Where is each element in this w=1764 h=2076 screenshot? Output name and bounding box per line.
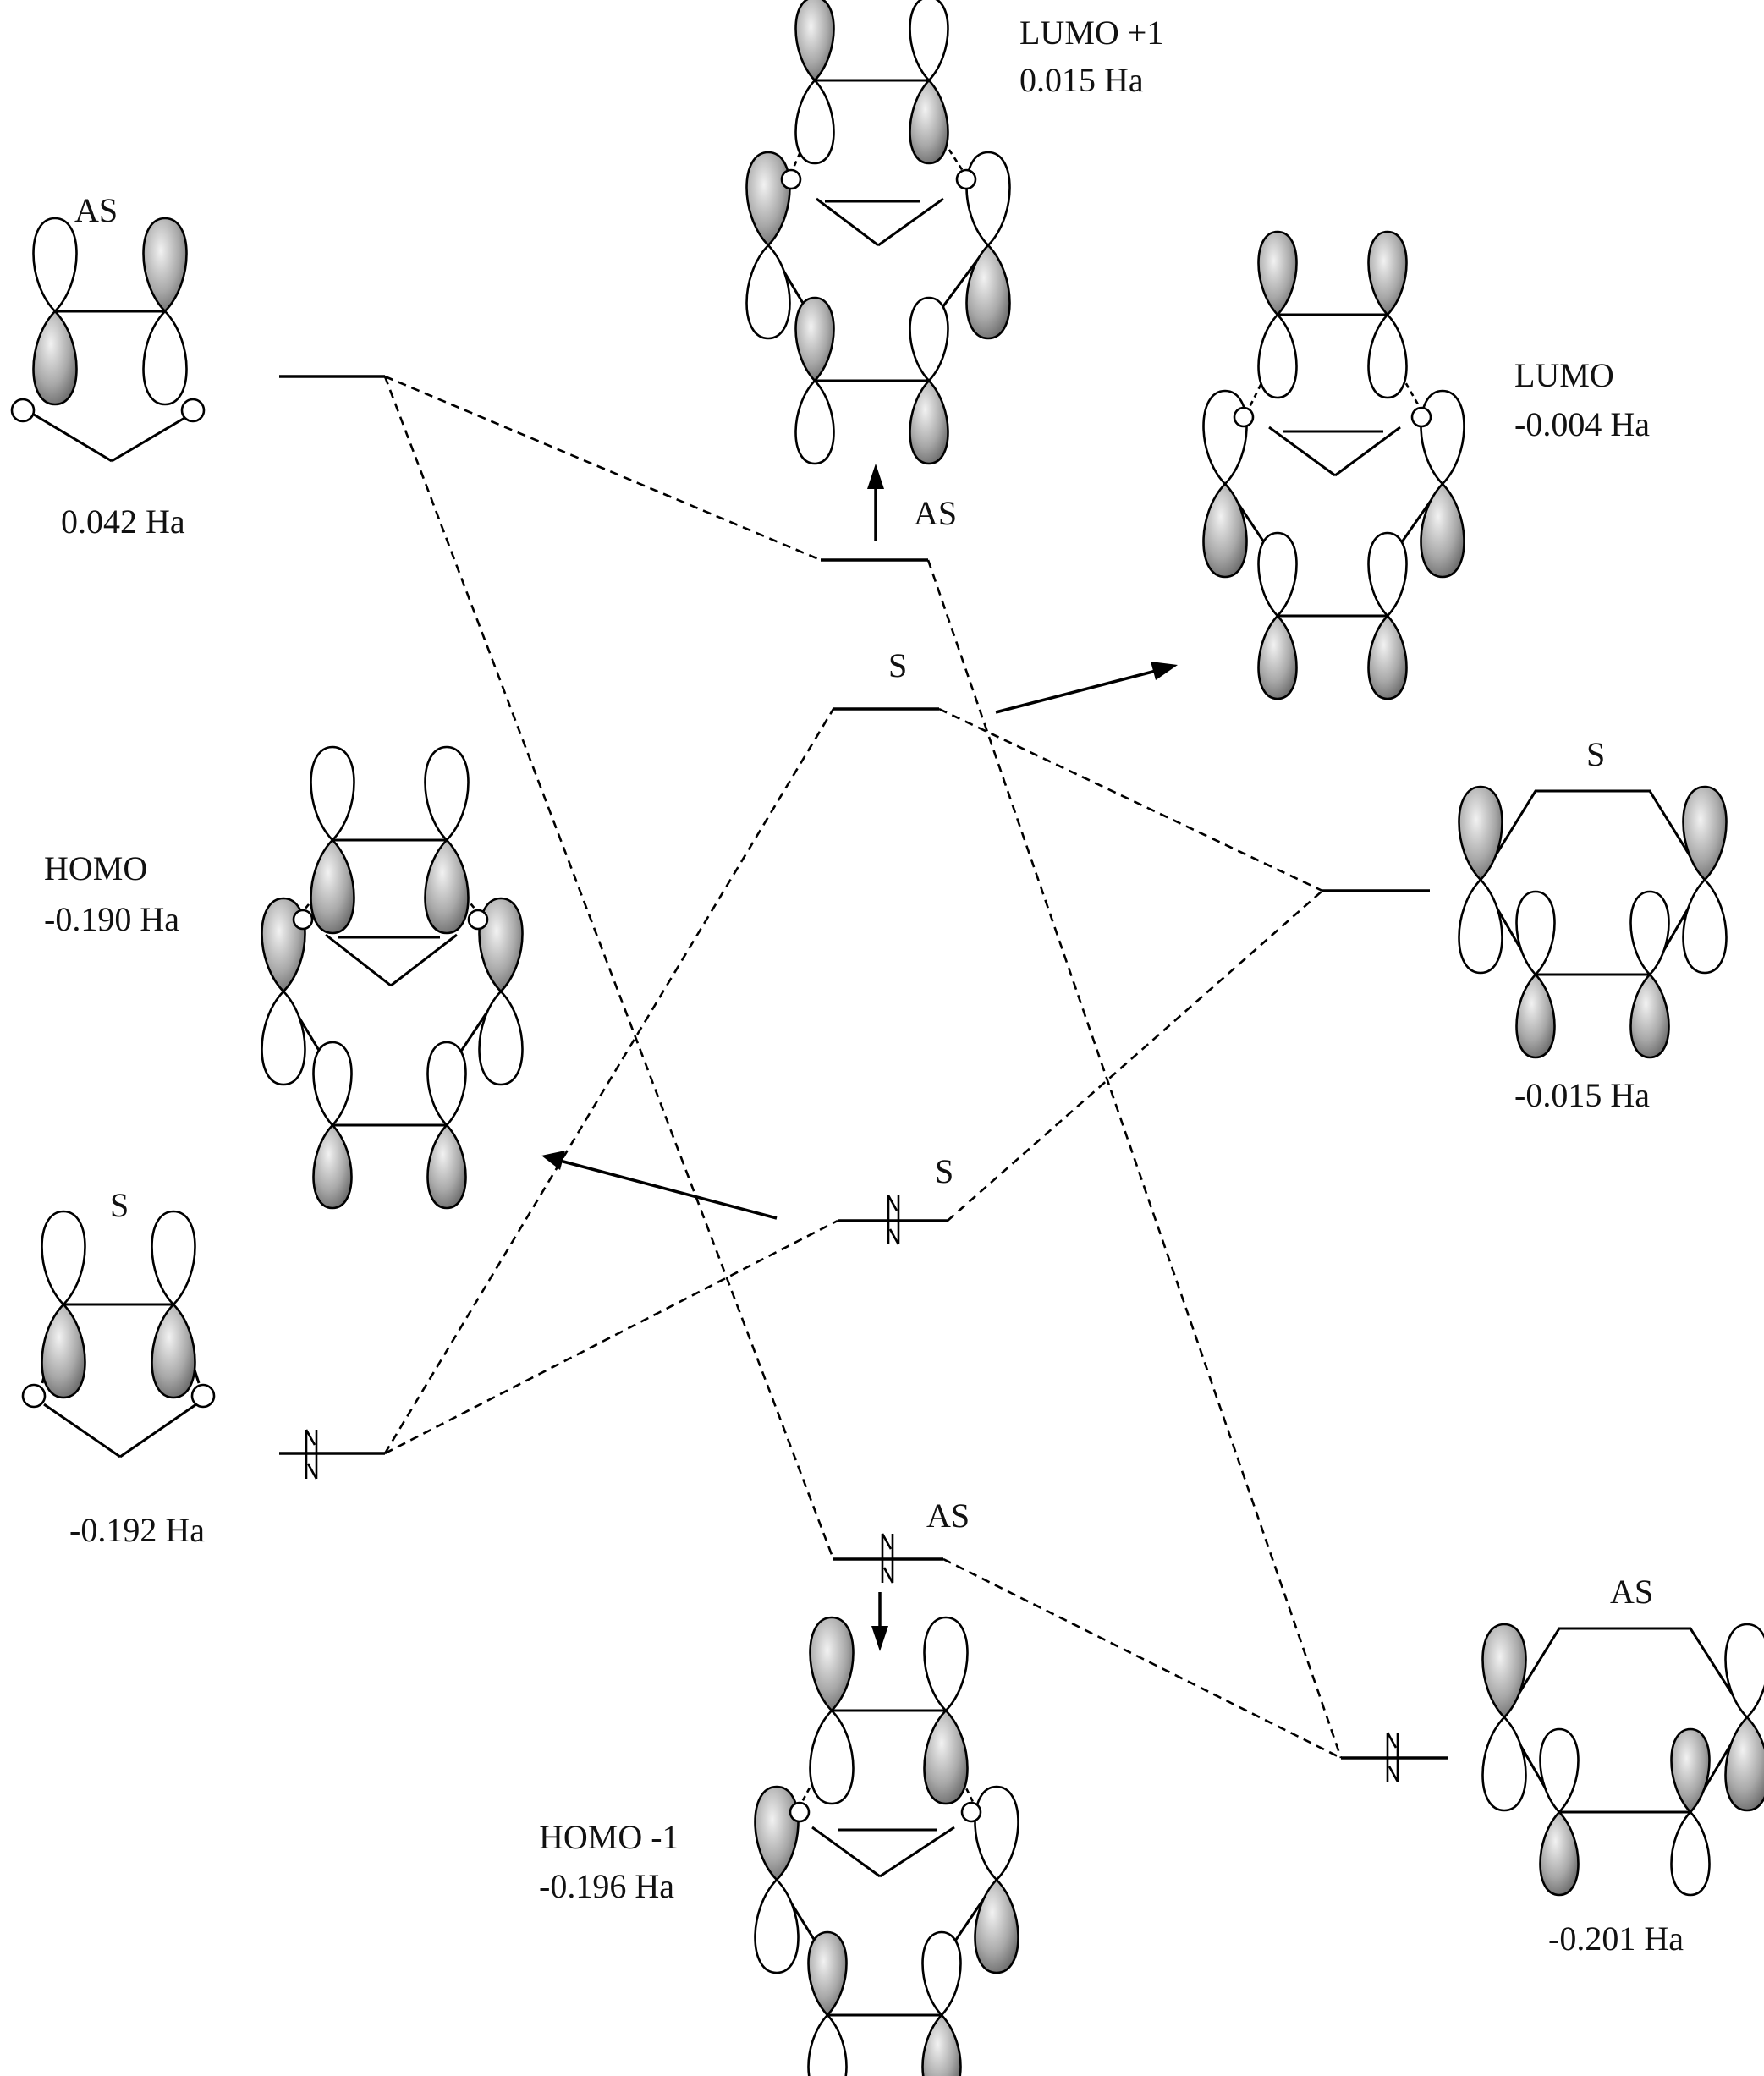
arrow-to-lumo-plus1 bbox=[867, 464, 884, 541]
electron-pair-left-lower bbox=[305, 1429, 318, 1480]
arrow-to-lumo bbox=[995, 662, 1178, 714]
label-right-upper-energy: -0.015 Ha bbox=[1514, 1076, 1650, 1114]
label-lumo-plus1-name: LUMO +1 bbox=[1019, 14, 1163, 52]
fragment-right-upper-orbitals bbox=[1458, 785, 1728, 1059]
label-homo-minus1-name: HOMO -1 bbox=[539, 1818, 679, 1856]
electron-pair-center-3 bbox=[887, 1195, 900, 1245]
label-center-level4-symmetry: AS bbox=[926, 1497, 970, 1535]
label-right-lower-symmetry: AS bbox=[1610, 1573, 1653, 1611]
label-right-lower-energy: -0.201 Ha bbox=[1548, 1919, 1684, 1958]
mo-homo-minus1-orbitals bbox=[754, 1616, 1019, 2076]
label-left-lower-energy: -0.192 Ha bbox=[69, 1511, 205, 1549]
mo-homo-orbitals bbox=[261, 745, 524, 1210]
mo-lumo-plus1-orbitals bbox=[745, 0, 1011, 465]
label-lumo-name: LUMO bbox=[1514, 356, 1614, 394]
label-right-upper-symmetry: S bbox=[1586, 735, 1605, 773]
label-homo-minus1-energy: -0.196 Ha bbox=[539, 1867, 674, 1905]
label-homo-energy: -0.190 Ha bbox=[44, 900, 179, 938]
fragment-left-lower-orbitals bbox=[21, 1210, 216, 1458]
fragment-right-lower-orbitals bbox=[1481, 1623, 1764, 1897]
fragment-left-upper-orbitals bbox=[10, 217, 206, 463]
label-left-upper-energy: 0.042 Ha bbox=[61, 503, 185, 541]
label-left-lower-symmetry: S bbox=[110, 1186, 129, 1224]
mo-lumo-orbitals bbox=[1202, 230, 1465, 700]
label-left-upper-symmetry: AS bbox=[74, 191, 118, 229]
label-center-level2-symmetry: S bbox=[888, 646, 907, 684]
arrow-to-homo bbox=[541, 1151, 778, 1220]
label-lumo-energy: -0.004 Ha bbox=[1514, 405, 1650, 443]
electron-pair-right-lower bbox=[1386, 1732, 1399, 1782]
label-center-level3-symmetry: S bbox=[935, 1152, 953, 1190]
label-homo-name: HOMO bbox=[44, 849, 147, 887]
arrow-to-homo-minus1 bbox=[871, 1592, 888, 1651]
correlation-lines bbox=[383, 375, 1343, 1760]
label-center-level1-symmetry: AS bbox=[914, 494, 957, 532]
electron-pair-center-4 bbox=[881, 1533, 894, 1584]
label-lumo-plus1-energy: 0.015 Ha bbox=[1019, 61, 1144, 99]
